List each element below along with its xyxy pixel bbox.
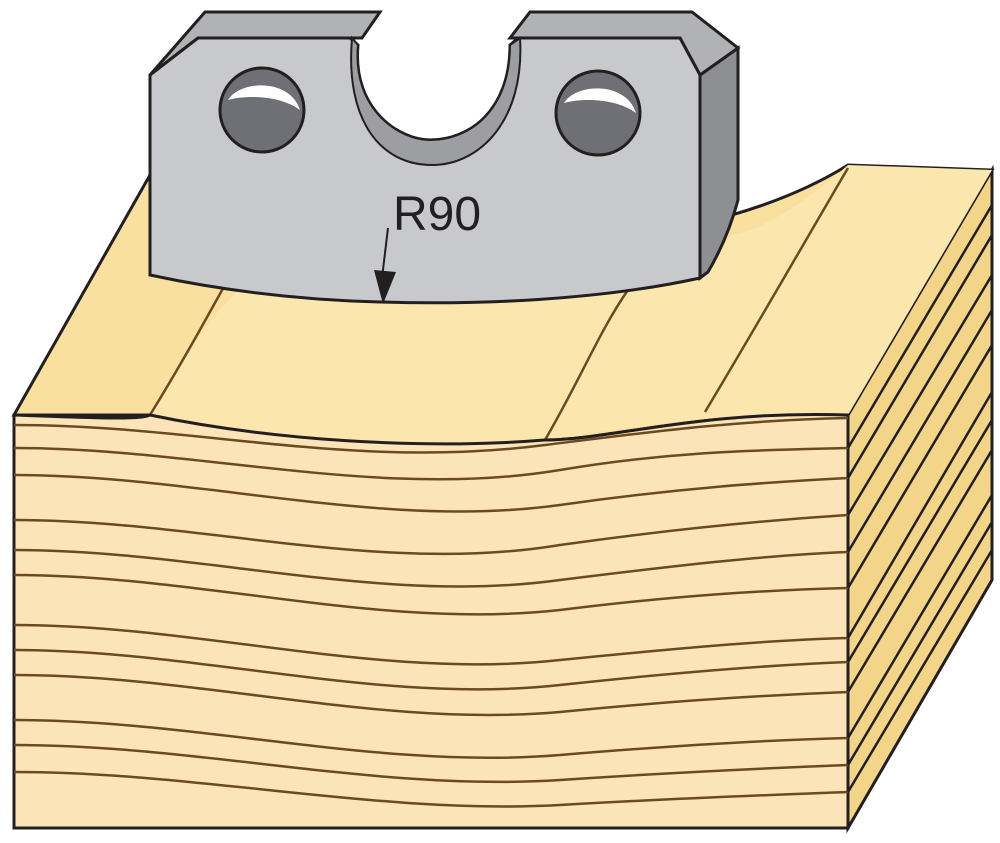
wood-front-grain <box>13 416 849 808</box>
side-grain-line <box>846 494 994 739</box>
front-grain-line <box>13 648 849 691</box>
side-grain-line <box>846 274 994 516</box>
wood-top-grain-3 <box>703 167 850 413</box>
side-grain-line <box>846 521 994 766</box>
front-grain-line <box>13 416 849 454</box>
front-grain-line <box>13 573 849 616</box>
side-grain-line <box>846 234 994 479</box>
side-grain-line <box>846 419 994 663</box>
front-grain-line <box>13 718 849 760</box>
radius-arrowhead <box>374 270 396 304</box>
side-grain-line <box>846 204 994 449</box>
side-grain-line <box>846 449 994 693</box>
front-grain-line <box>13 548 849 588</box>
side-grain-line <box>846 344 994 589</box>
front-grain-line <box>13 743 849 784</box>
wood-front-face <box>12 412 850 830</box>
front-grain-line <box>13 770 849 808</box>
wood-profile-cut <box>150 165 992 444</box>
side-grain-line <box>846 309 994 553</box>
side-grain-line <box>846 549 994 793</box>
blade-side-face <box>698 45 740 281</box>
front-grain-line <box>13 513 849 556</box>
radius-label: R90 <box>393 188 481 241</box>
blade-hole-right <box>554 69 642 157</box>
front-grain-line <box>13 673 849 717</box>
front-grain-line <box>13 623 849 666</box>
blade-hole-left <box>218 66 306 154</box>
side-grain-line <box>846 391 994 639</box>
front-grain-line <box>13 473 849 513</box>
wood-side-grain <box>846 204 994 793</box>
cutter-blade <box>148 10 741 305</box>
wood-top-grain-1 <box>148 284 227 416</box>
radius-annotation: R90 <box>374 188 481 304</box>
blade-notch <box>350 35 522 167</box>
wood-top-grain-2 <box>543 289 630 441</box>
front-grain-line <box>13 446 849 481</box>
radius-leader-line <box>381 227 389 279</box>
